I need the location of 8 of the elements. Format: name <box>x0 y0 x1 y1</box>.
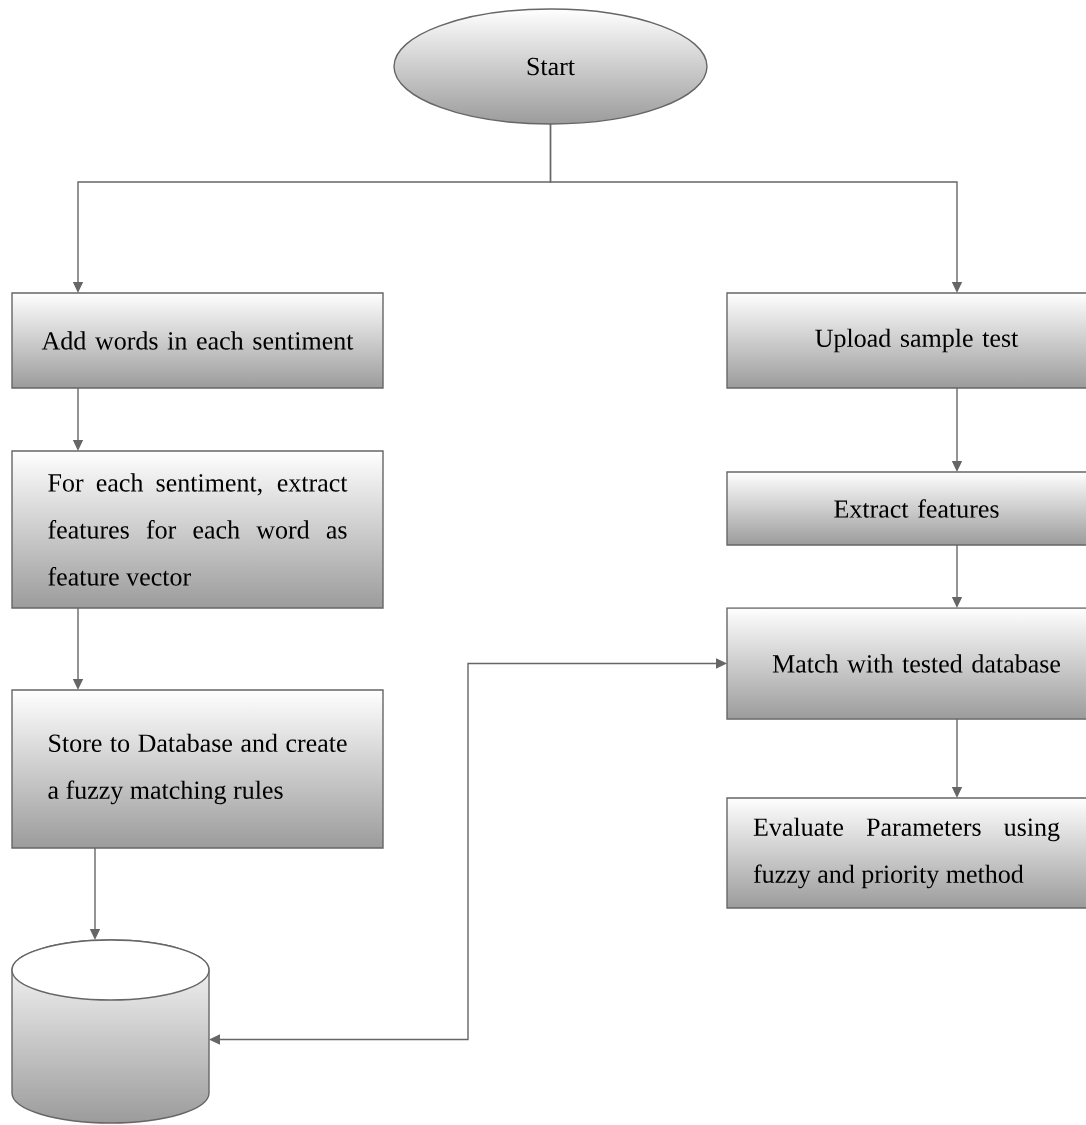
process-box: Evaluate Parameters using fuzzy and priority method <box>726 797 1086 909</box>
process-box: Extract features <box>726 471 1086 546</box>
process-box: Store to Database and create a fuzzy matching rules <box>11 689 384 849</box>
process-box: Add words in each sentiment <box>11 292 384 389</box>
process-box: Upload sample test <box>726 292 1086 389</box>
process-box: For each sentiment, extract features for each word as feature vector <box>11 450 384 609</box>
database-cylinder <box>11 939 210 1124</box>
process-box: Match with tested database <box>726 607 1086 720</box>
